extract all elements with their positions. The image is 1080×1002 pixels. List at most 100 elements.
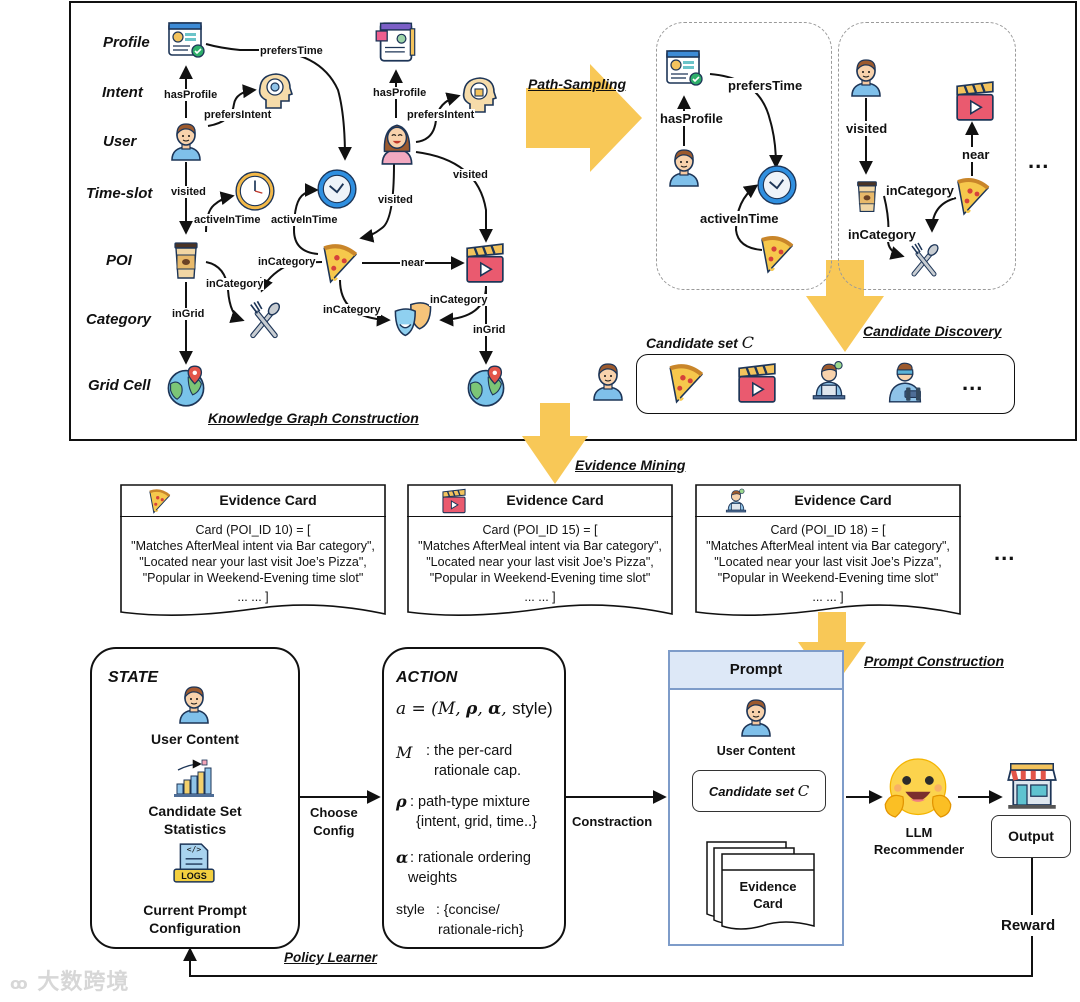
reward-label: Reward <box>1001 915 1056 936</box>
action-def-rho: ρ : path-type mixture {intent, grid, tim… <box>396 792 537 830</box>
edge-label: inGrid <box>472 324 507 336</box>
edge-label: near <box>962 147 990 162</box>
evidence-card: Evidence Card Card (POI_ID 18) = [ "Matc… <box>695 484 961 624</box>
card-body: Card (POI_ID 10) = [ "Matches AfterMeal … <box>131 523 375 604</box>
more-cards-ellipsis: ... <box>994 540 1016 565</box>
prompt-candidate-label: Candidate set C <box>708 782 810 800</box>
stage-title-candidate-discovery: Candidate Discovery <box>863 323 1002 339</box>
cutlery-icon <box>242 298 286 342</box>
sampled-path-panel <box>656 22 832 290</box>
flow-arrow-path-sampling <box>526 64 642 172</box>
prompt-user-content: User Content <box>716 744 796 758</box>
cutlery-icon <box>904 240 944 280</box>
edge-label: inCategory <box>429 294 489 306</box>
code-glyph: </> <box>186 845 202 854</box>
prompt-header: Prompt <box>670 652 842 690</box>
female-user-icon <box>381 124 413 165</box>
edge-label: prefersIntent <box>203 109 273 121</box>
hugging-face-llm-icon <box>884 758 952 818</box>
card-outline <box>695 484 961 616</box>
watermark: ꝏ 大数跨境 <box>10 970 130 995</box>
edge-ps-activeintime <box>734 184 763 251</box>
edge-ps2-incategory-pizza <box>925 197 957 233</box>
clock-blue-icon <box>757 165 797 205</box>
row-label-category: Category <box>86 311 152 328</box>
state-panel: STATE User Content Candidate Set Statist… <box>90 647 300 949</box>
edge-label: visited <box>377 194 414 206</box>
storefront-icon <box>1004 760 1060 810</box>
edge-label: visited <box>452 169 489 181</box>
pizza-icon <box>760 236 794 274</box>
edge-label: visited <box>846 121 888 136</box>
edge-label: near <box>400 257 426 269</box>
watermark-logo-icon: ꝏ <box>10 974 29 993</box>
sampled-path-panel <box>838 22 1016 290</box>
edge-user2-visited-pizza <box>359 163 395 243</box>
candidate-set-label: Candidate set C <box>646 333 754 352</box>
edge-label: prefersTime <box>728 78 803 93</box>
logs-file-icon: </> LOGS <box>172 842 216 884</box>
flow-arrow-evidence-mining <box>522 403 588 484</box>
clock-yellow-icon <box>235 171 275 211</box>
profile-media-icon <box>375 22 416 62</box>
globe-pin-icon <box>167 365 205 407</box>
stage-title-prompt-construction: Prompt Construction <box>864 653 1004 669</box>
intent-shopping-head-icon <box>462 77 497 113</box>
edge-profile-preferstime <box>205 43 352 161</box>
output-box: Output <box>991 815 1071 858</box>
edge-label: hasProfile <box>660 111 723 126</box>
edge-label: activeInTime <box>700 211 779 226</box>
output-label: Output <box>1008 828 1054 844</box>
row-label-profile: Profile <box>103 34 150 51</box>
edge-label: inCategory <box>205 278 265 290</box>
edge-pizza-activeintime <box>292 183 319 255</box>
more-candidates-ellipsis: ... <box>962 370 984 395</box>
action-panel: ACTION a = (M, ρ, α, style) M : the per-… <box>382 647 566 949</box>
evidence-card: Evidence Card Card (POI_ID 10) = [ "Matc… <box>120 484 386 624</box>
clapperboard-icon <box>737 362 777 404</box>
prompt-title: Prompt <box>729 661 783 678</box>
user-icon <box>171 123 201 161</box>
user-icon <box>593 363 623 401</box>
card-title: Evidence Card <box>506 492 604 508</box>
row-label-user: User <box>103 133 137 150</box>
edge-label: inCategory <box>257 256 317 268</box>
edge-label: prefersTime <box>259 45 324 57</box>
card-title: Evidence Card <box>219 492 317 508</box>
edge-user-prefersintent <box>207 84 257 127</box>
action-title: ACTION <box>396 669 458 686</box>
card-body: Card (POI_ID 18) = [ "Matches AfterMeal … <box>706 523 950 604</box>
card-outline <box>407 484 673 616</box>
llm-recommender-label: LLM Recommender <box>873 825 965 857</box>
row-label-time-slot: Time-slot <box>86 185 153 202</box>
edge-label: activeInTime <box>270 214 339 226</box>
edge-label: inCategory <box>322 304 382 316</box>
action-formula: a = (M, ρ, α, style) <box>396 699 553 719</box>
stage-title-path-sampling: Path-Sampling <box>528 76 627 92</box>
edge-label: visited <box>170 186 207 198</box>
flow-arrow-candidate-discovery <box>806 260 884 352</box>
edge-label: hasProfile <box>372 87 428 99</box>
gym-person-icon <box>888 362 922 403</box>
prompt-evidence-card-label: Evidence Card <box>739 879 797 911</box>
card-header <box>407 484 673 517</box>
remote-worker-icon <box>812 360 846 400</box>
user-icon <box>741 699 771 737</box>
pizza-icon <box>664 362 706 404</box>
coffee-cup-icon <box>857 181 877 213</box>
clapperboard-icon <box>955 80 995 122</box>
profile-icon <box>666 50 703 86</box>
edge-label: inGrid <box>171 308 206 320</box>
clapperboard-icon <box>465 242 505 284</box>
bar-chart-icon <box>172 759 216 801</box>
coffee-cup-icon <box>174 242 198 279</box>
card-header <box>120 484 386 517</box>
state-item-candidate-stats: Candidate Set Statistics <box>148 803 242 837</box>
evidence-card: Evidence Card Card (POI_ID 15) = [ "Matc… <box>407 484 673 624</box>
prompt-panel: Prompt User Content Candidate set C Evid… <box>668 650 844 946</box>
pizza-icon <box>318 242 360 284</box>
intent-head-icon <box>258 73 293 109</box>
globe-pin-icon <box>467 365 505 407</box>
edge-label: hasProfile <box>163 89 219 101</box>
card-outline <box>120 484 386 616</box>
